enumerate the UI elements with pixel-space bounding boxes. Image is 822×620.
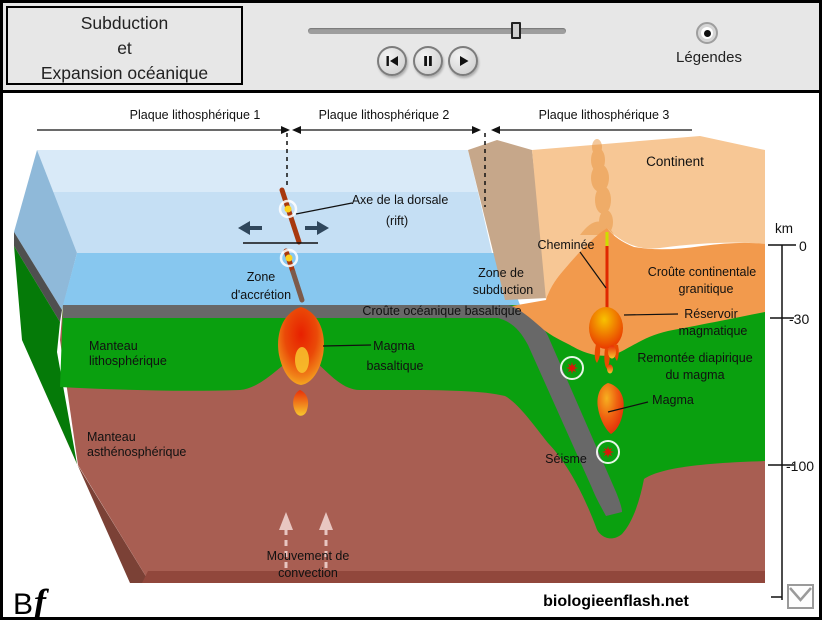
play-button[interactable] <box>448 46 478 76</box>
label-ridge-axis-1: Axe de la dorsale <box>352 193 449 207</box>
pointer-lines <box>295 202 679 413</box>
label-lith-mantle-1: Manteau <box>89 339 138 353</box>
label-lith-mantle-2: lithosphérique <box>89 354 167 368</box>
crust-side-face <box>14 232 62 322</box>
magma-drop-2 <box>607 364 613 374</box>
earthquake-marker-1 <box>560 356 584 380</box>
title-line-3: Expansion océanique <box>40 63 209 83</box>
dike-hotspot-1 <box>284 205 292 213</box>
scale-tick-100: -100 <box>786 458 814 474</box>
contact-mail-button[interactable] <box>787 584 814 609</box>
label-chimney: Cheminée <box>538 238 595 252</box>
scale-tick-30: -30 <box>789 311 809 327</box>
ocean-surface-far <box>37 150 478 192</box>
ridge-dike-root <box>290 269 305 303</box>
mantle-side-face <box>14 246 77 464</box>
logo-letter-f: f <box>34 582 47 620</box>
logo-letter-b: B <box>13 588 34 620</box>
label-plate-2: Plaque lithosphérique 2 <box>319 108 450 122</box>
legend-label[interactable]: Légendes <box>676 49 742 66</box>
magma-chamber-drop <box>293 390 309 416</box>
label-continental-crust-1: Croûte continentale <box>648 265 756 279</box>
dike-hotspot-ring-2 <box>279 248 299 268</box>
scale-unit-label: km <box>775 221 793 236</box>
basaltic-magma-chamber <box>278 307 324 385</box>
rewind-button[interactable] <box>377 46 407 76</box>
label-plate-1: Plaque lithosphérique 1 <box>130 108 261 122</box>
plate2-arrowhead-right <box>472 126 481 134</box>
legend-toggle[interactable] <box>696 22 718 44</box>
plate3-arrowhead <box>491 126 500 134</box>
ocean-side-face <box>14 150 77 310</box>
skip-to-start-icon <box>386 56 398 66</box>
label-subduction-2: subduction <box>473 283 534 297</box>
ridge-dike-lower <box>283 248 296 275</box>
label-earthquake: Séisme <box>545 452 587 466</box>
label-reservoir-2: magmatique <box>679 324 748 338</box>
label-subduction-1: Zone de <box>478 266 524 280</box>
depth-scale <box>768 244 796 600</box>
ocean-surface-near <box>53 192 492 253</box>
envelope-icon <box>789 587 812 602</box>
timeline-slider-track[interactable] <box>308 28 566 34</box>
label-diapiric-rise-1: Remontée diapirique <box>637 351 752 365</box>
continent-top-face <box>532 136 765 300</box>
earthquake-marker-2 <box>596 440 620 464</box>
ocean-front-face <box>63 253 520 305</box>
label-continent: Continent <box>646 154 704 169</box>
title-line-1: Subduction <box>80 13 169 33</box>
convection-arrowhead-2 <box>319 512 333 530</box>
convection-arrowhead-1 <box>279 512 293 530</box>
continental-slope-face <box>468 140 548 300</box>
plate2-arrowhead-left <box>292 126 301 134</box>
label-diapiric-rise-2: du magma <box>665 368 724 382</box>
timeline-slider-thumb[interactable] <box>511 22 521 39</box>
pause-icon <box>424 56 432 66</box>
label-magma-deep: Magma <box>652 393 694 407</box>
top-toolbar: Subduction et Expansion océanique <box>3 3 819 93</box>
label-accretion-1: Zone <box>247 270 276 284</box>
label-plate-3: Plaque lithosphérique 3 <box>539 108 670 122</box>
label-continental-crust-2: granitique <box>679 282 734 296</box>
magma-reservoir <box>589 307 623 349</box>
pause-button[interactable] <box>413 46 443 76</box>
geology-diagram: km 0 -30 -100 Plaque lithosphérique 1 Pl… <box>14 108 814 600</box>
magma-drop-1 <box>608 345 616 359</box>
bf-logo: Bf <box>13 581 47 620</box>
site-name: biologieenflash.net <box>543 593 689 610</box>
label-basaltic-magma-2: basaltique <box>367 359 424 373</box>
spread-right-arrow <box>305 221 329 235</box>
label-convection-2: convection <box>278 566 338 580</box>
continent-front-face <box>512 228 765 356</box>
title-line-2: et <box>117 38 132 58</box>
dike-hotspot-ring-1 <box>278 199 298 219</box>
label-ridge-axis-2: (rift) <box>386 214 408 228</box>
label-asth-mantle-2: asthénosphérique <box>87 445 186 459</box>
plate1-arrowhead <box>281 126 290 134</box>
label-convection-1: Mouvement de <box>267 549 350 563</box>
radio-dot-icon <box>701 27 713 39</box>
spread-left-arrow <box>238 221 262 235</box>
label-basaltic-magma-1: Magma <box>373 339 415 353</box>
play-icon <box>460 56 469 66</box>
label-reservoir-1: Réservoir <box>684 307 738 321</box>
asthenosphere-bottom-edge <box>142 571 765 583</box>
magma-chamber-tail <box>295 347 309 373</box>
dike-hotspot-2 <box>285 254 293 262</box>
label-oceanic-crust: Croûte océanique basaltique <box>362 304 521 318</box>
label-asth-mantle-1: Manteau <box>87 430 136 444</box>
magma-diapir <box>597 383 624 434</box>
label-accretion-2: d'accrétion <box>231 288 291 302</box>
scale-tick-0: 0 <box>799 238 807 254</box>
animation-title: Subduction et Expansion océanique <box>6 6 243 85</box>
